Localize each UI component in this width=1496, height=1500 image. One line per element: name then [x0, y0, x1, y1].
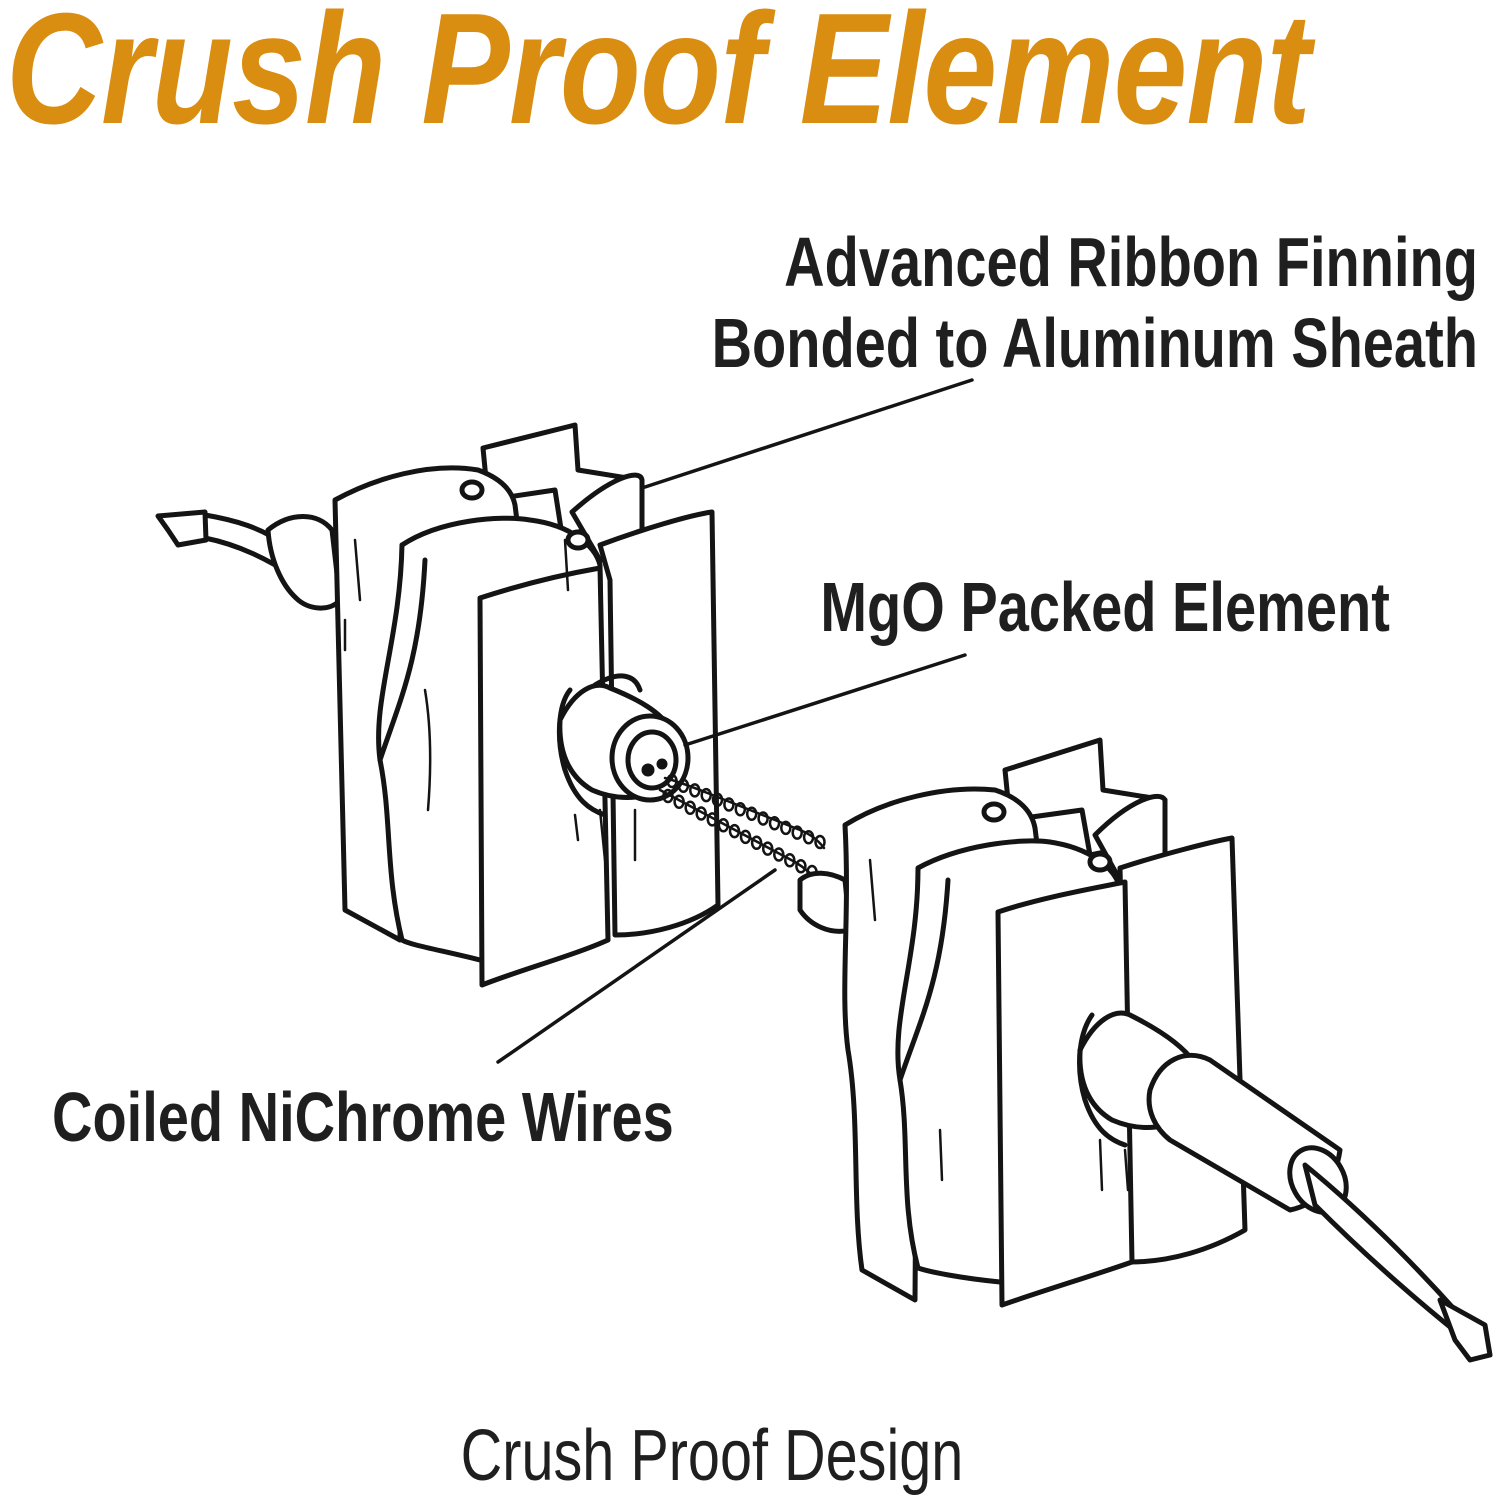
coil-loop	[728, 823, 741, 839]
coil-loop	[814, 834, 826, 850]
left-inner-fin-detail	[423, 688, 432, 812]
right-outer-fin	[842, 786, 1043, 1303]
coil-loop	[673, 794, 685, 810]
coil-loop	[750, 835, 763, 851]
right-fin-hole	[981, 801, 1007, 823]
left-fin-hole2	[565, 529, 591, 551]
coil-loop	[739, 829, 752, 845]
coil-loop	[723, 797, 735, 812]
coil-loop	[795, 858, 807, 874]
left-finned-element	[155, 422, 721, 988]
left-front-panel	[477, 565, 611, 988]
coil-loop	[773, 847, 785, 862]
coil-loop	[695, 806, 707, 821]
label-mgo-packed-element: MgO Packed Element	[820, 568, 1390, 646]
diagram-caption: Crush Proof Design	[460, 1416, 964, 1496]
coil-loop	[711, 792, 724, 808]
label-ribbon-finning-line2: Bonded to Aluminum Sheath	[711, 303, 1478, 382]
coil-loop	[791, 825, 803, 840]
left-tube-wrap-line	[556, 687, 608, 818]
nichrome-coil	[658, 773, 826, 884]
coil-loop	[745, 806, 758, 822]
label-coiled-nichrome-wires: Coiled NiChrome Wires	[52, 1078, 674, 1156]
coil-loop	[706, 812, 719, 827]
coil-loop	[757, 811, 769, 826]
label-ribbon-finning-line1: Advanced Ribbon Finning	[784, 223, 1478, 301]
left-tube-core2	[656, 758, 668, 770]
left-crimp-sleeve	[265, 514, 343, 611]
diagram-title: Crush Proof Element	[6, 0, 1311, 157]
coil-loop	[677, 778, 690, 793]
right-fin-hole2	[1087, 851, 1113, 873]
right-tube-entry	[797, 870, 853, 934]
right-inner-fin-contour	[897, 877, 951, 1083]
left-lead-wire-tip	[155, 509, 209, 548]
right-finned-element	[797, 737, 1493, 1363]
coil-loop	[684, 800, 696, 815]
left-tube-core	[641, 763, 655, 777]
coil-loop	[768, 815, 781, 831]
right-lead-wire-tip	[1437, 1297, 1493, 1363]
coil-loop	[802, 830, 815, 845]
coil-loop	[784, 853, 796, 868]
left-tube-end-inner	[625, 729, 679, 791]
left-fin-hole	[459, 479, 485, 501]
coil-loop	[700, 787, 712, 803]
coil-loop	[689, 783, 701, 798]
right-front-panel	[995, 879, 1135, 1308]
left-tube-wrap-line2	[592, 673, 643, 693]
coil-loop	[734, 801, 747, 817]
label-ribbon-finning: Advanced Ribbon Finning Bonded to Alumin…	[712, 222, 1478, 383]
coil-loop	[761, 841, 774, 856]
leader-coiled-nichrome-wires	[496, 868, 777, 1064]
right-lead-wire	[1302, 1162, 1463, 1338]
coil-loop	[780, 820, 792, 836]
right-tube-wrap-line	[1077, 1012, 1128, 1148]
coil-loop	[662, 788, 674, 804]
leader-ribbon-finning	[640, 378, 974, 490]
leader-mgo-packed-element	[683, 653, 967, 747]
coil-loop	[717, 817, 730, 833]
left-inner-fin-contour	[377, 557, 428, 763]
coil-loop	[666, 773, 678, 789]
